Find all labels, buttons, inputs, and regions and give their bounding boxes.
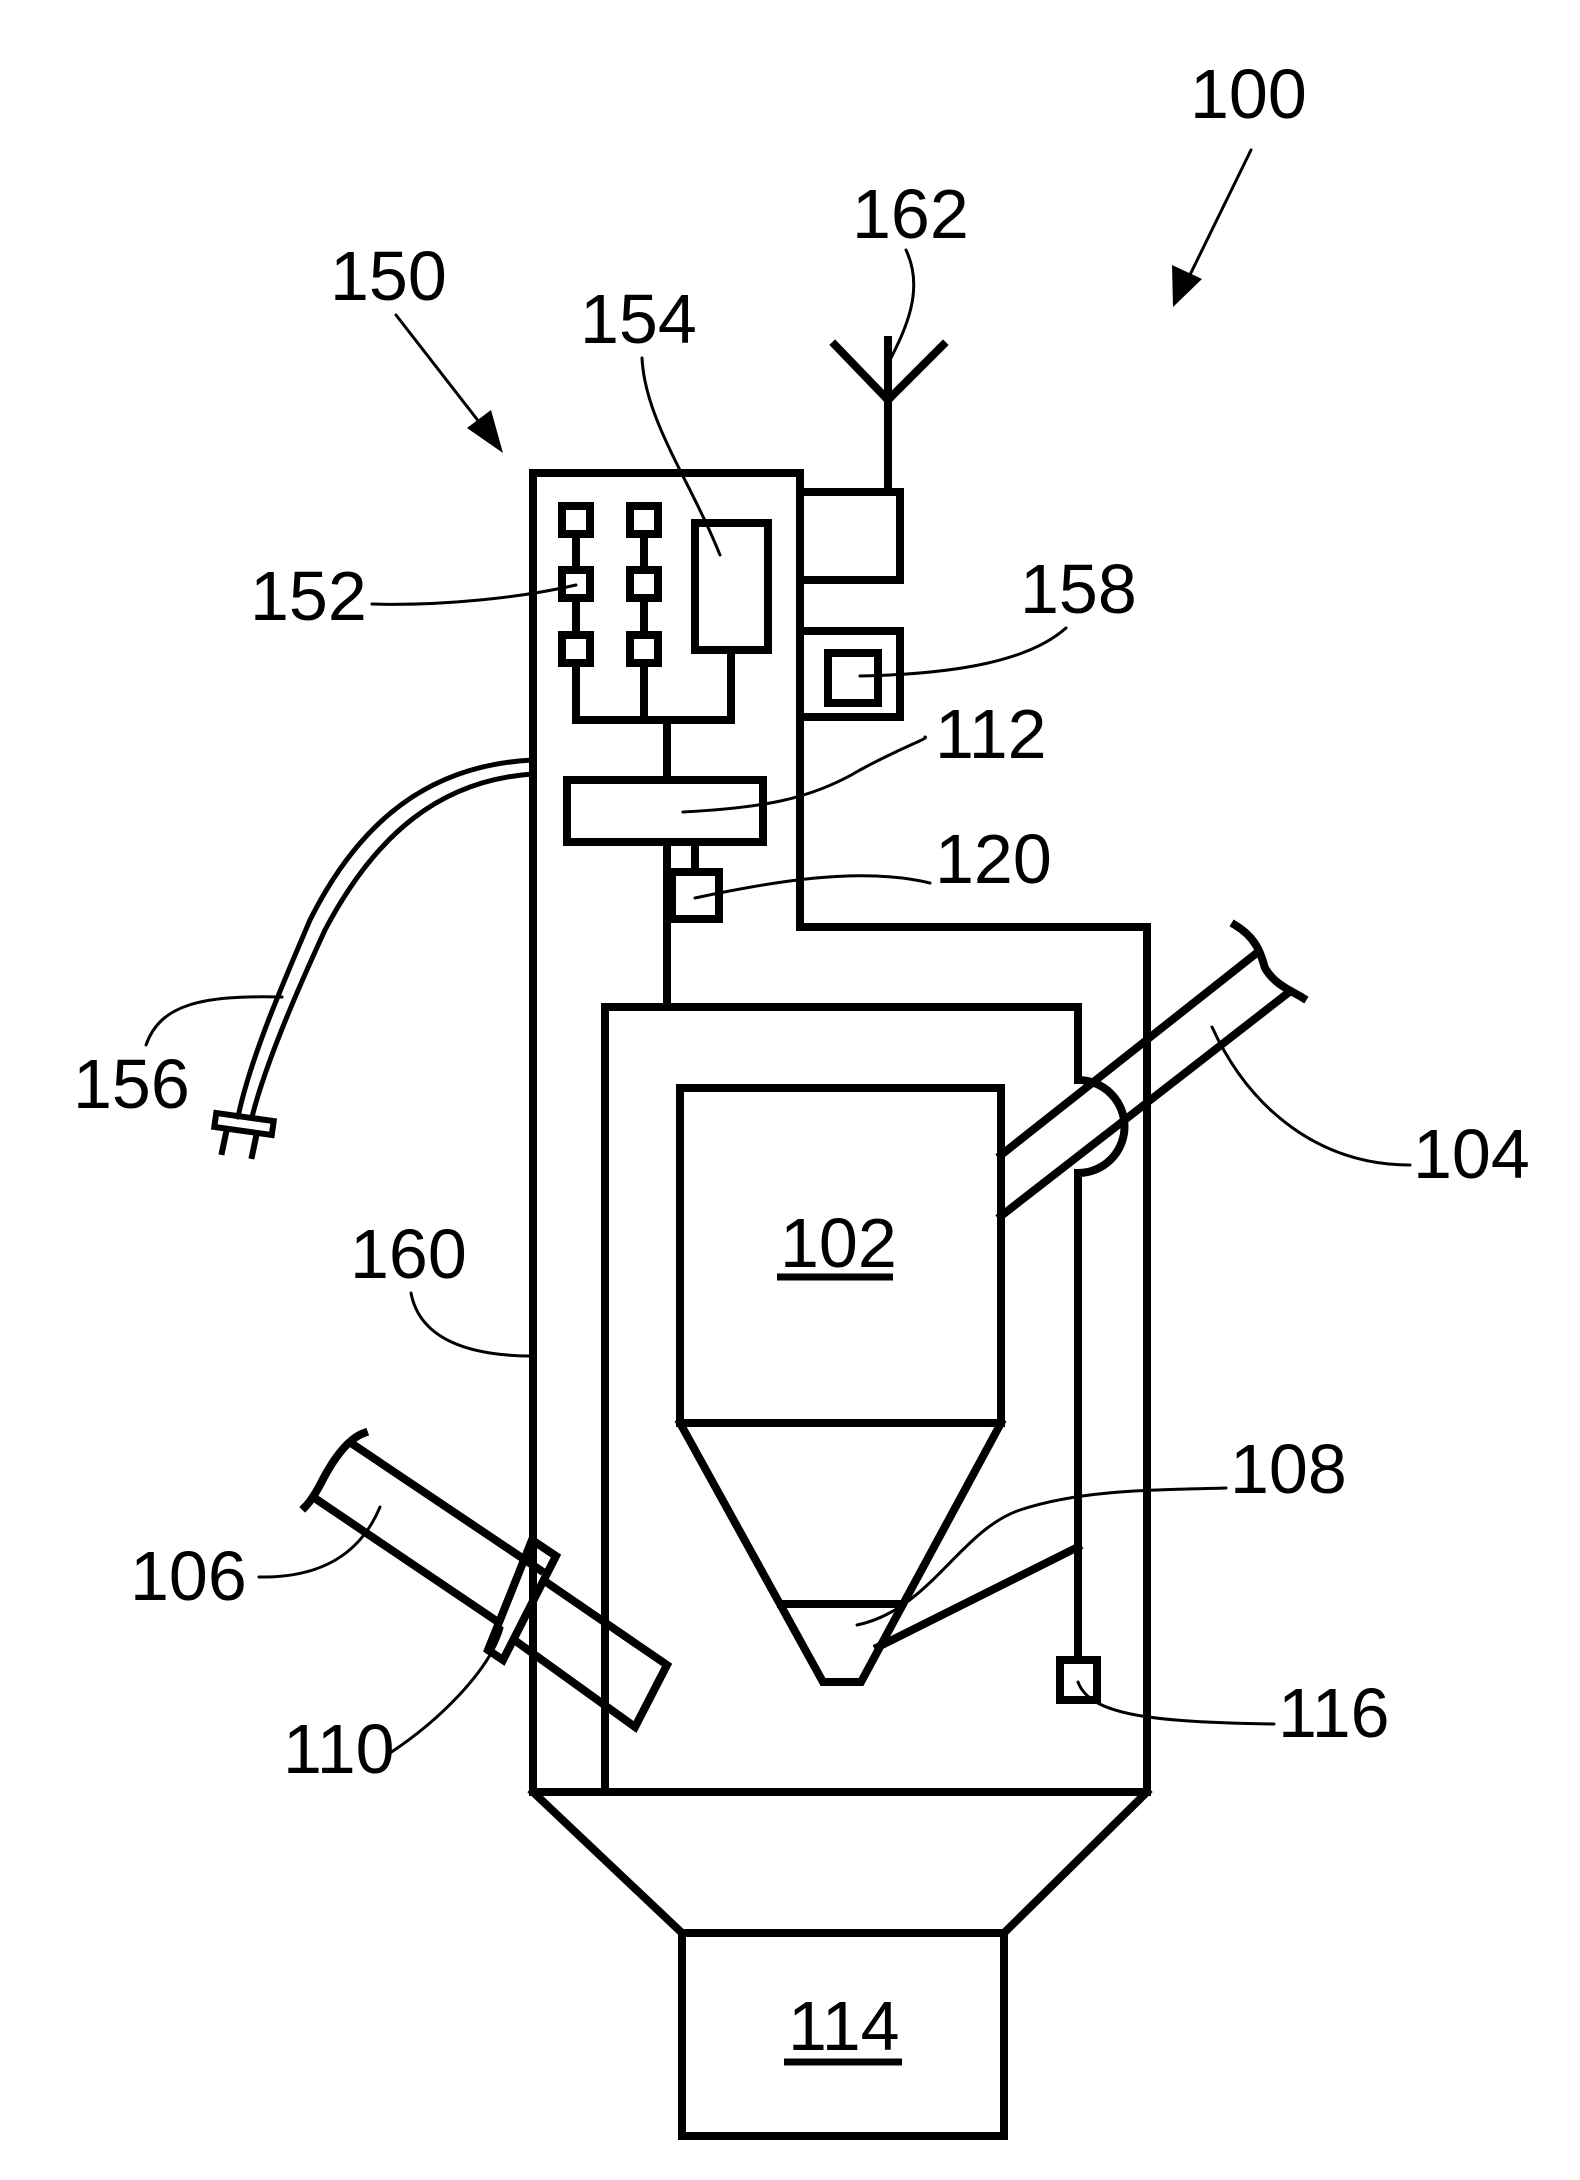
leader-110 [388,1626,504,1755]
label-114: 114 [788,1987,900,2065]
leader-156 [144,995,284,1047]
memory-module-154 [691,519,772,654]
label-104: 104 [1413,1115,1530,1193]
label-158: 158 [1020,550,1137,628]
inlet-tube-104 [995,919,1309,1222]
housing-160 [529,469,1151,1796]
hopper [527,1786,1153,1939]
funnel-cone [674,1417,1007,1686]
leader-116 [1076,1680,1276,1726]
label-154: 154 [580,280,697,358]
label-152: 152 [250,557,367,635]
seal-collar-110 [483,1533,562,1666]
leader-106 [257,1505,382,1579]
collection-bin-114 [678,1929,1008,2140]
label-116: 116 [1278,1674,1390,1752]
label-156: 156 [73,1045,190,1123]
funnel-brace [872,1541,1084,1653]
leader-158 [858,626,1068,678]
leader-162 [888,248,916,362]
leader-104 [1210,1025,1412,1167]
leader-160 [409,1291,535,1358]
leader-154 [640,356,722,557]
label-160: 160 [350,1215,467,1293]
arrow-150 [394,313,503,453]
label-106: 106 [130,1537,247,1615]
controller-112 [563,776,767,846]
label-102: 102 [780,1204,897,1282]
label-110: 110 [283,1710,395,1788]
label-108: 108 [1230,1430,1347,1508]
label-100: 100 [1190,55,1307,133]
leader-152 [370,583,578,606]
tank-102 [676,1084,1005,1427]
outlet-tube-106 [299,1427,673,1733]
antenna-162 [829,336,949,496]
antenna-module [796,488,904,584]
label-150: 150 [330,237,447,315]
label-120: 120 [935,820,1052,898]
bus-lines [572,646,735,784]
leader-108 [855,1486,1228,1627]
label-112: 112 [935,695,1047,773]
power-cord-156 [210,757,536,1160]
display-158-screen [824,649,882,707]
label-162: 162 [852,175,969,253]
arrow-100 [1172,148,1253,307]
sensor-120 [668,868,723,923]
leader-120 [693,874,932,900]
level-sensor-116 [1056,1656,1101,1704]
leader-112 [681,735,927,814]
